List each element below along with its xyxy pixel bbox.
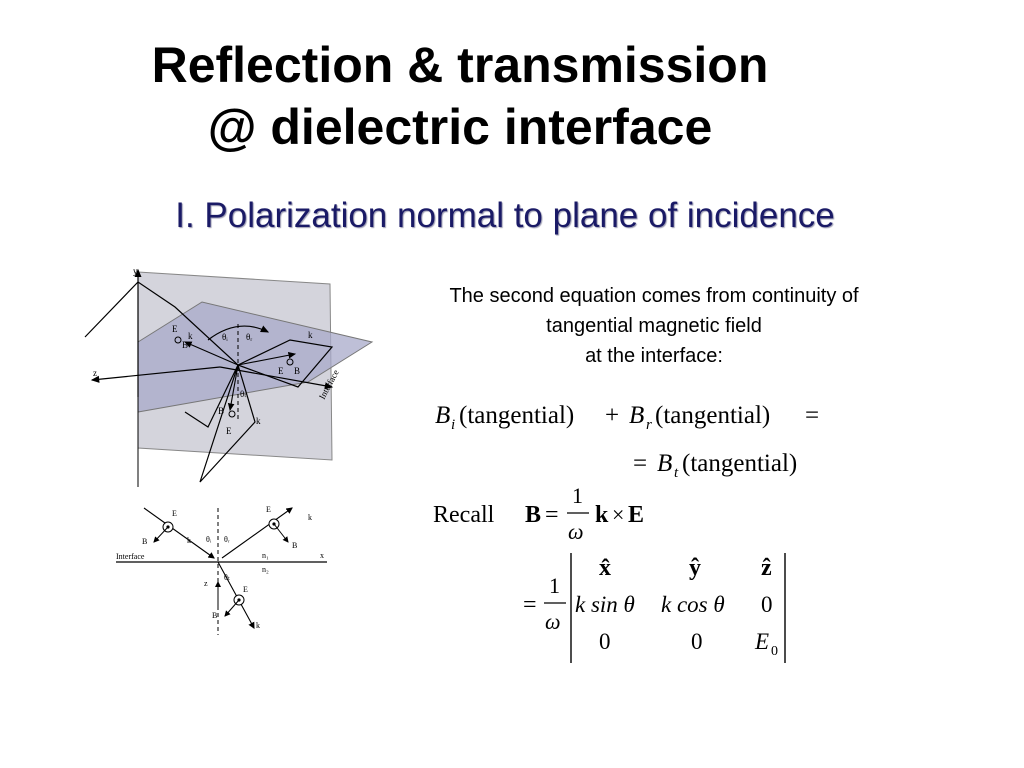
equations-block: B i (tangential) + B r (tangential) = = … [433, 402, 819, 663]
label-ki: k [188, 331, 193, 341]
equation-caption: The second equation comes from continuit… [380, 281, 928, 371]
label-ki-2d: k [187, 536, 191, 545]
det-zero-1: 0 [761, 592, 773, 617]
label-br: B [294, 366, 300, 376]
caption-line-3: at the interface: [585, 345, 723, 367]
label-bt: B [218, 406, 224, 416]
det-k-sin: k sin θ [575, 592, 635, 617]
label-kt-2d: k [256, 621, 260, 630]
incident-ray [143, 507, 215, 559]
det-xhat: x̂ [599, 555, 611, 581]
label-er: E [278, 366, 284, 376]
recall-omega: ω [568, 519, 584, 544]
title-line-1: Reflection & transmission [151, 37, 769, 93]
label-er-2d: E [266, 505, 271, 514]
transmitted-ray [217, 561, 255, 629]
caption-line-1: The second equation comes from continuit… [449, 285, 859, 307]
label-theta-t: θₜ [240, 389, 247, 399]
eq1-sub-r: r [646, 417, 652, 433]
eq1-equals: = [805, 402, 819, 429]
reflected-wave-arrow [237, 352, 297, 366]
label-theta-r: θᵣ [246, 332, 252, 342]
title-line-2: @ dielectric interface [207, 99, 713, 155]
label-bt-2d: B [212, 611, 217, 620]
det-zero-3: 0 [691, 629, 703, 654]
eq1-plus: + [605, 402, 619, 429]
label-n2: n₂ [262, 565, 269, 574]
eq1-b-i: B [435, 402, 450, 429]
eq2-sub-t: t [674, 465, 679, 481]
label-ei: E [172, 324, 178, 334]
eq1-b-r: B [629, 402, 644, 429]
label-axis-x-2d: x [320, 551, 324, 560]
label-kr: k [308, 330, 313, 340]
label-theta-i-2d: θᵢ [206, 535, 212, 544]
label-n1: n₁ [262, 551, 269, 560]
label-bi: B [182, 340, 188, 350]
slide-title: Reflection & transmission @ dielectric i… [60, 34, 860, 158]
label-et: E [226, 426, 232, 436]
det-zero-2: 0 [599, 629, 611, 654]
incident-wave-arrow [183, 341, 239, 366]
det-e0-sub: 0 [771, 644, 778, 659]
transmitted-wave-arrow [227, 364, 239, 412]
caption-line-2: tangential magnetic field [546, 315, 762, 337]
label-axis-z-2d: z [204, 579, 208, 588]
eq1-tangential-r: (tangential) [655, 402, 770, 429]
det-omega: ω [545, 609, 561, 634]
label-axis-y: y [133, 266, 138, 276]
reflected-ray [221, 507, 293, 559]
det-one: 1 [549, 573, 560, 598]
label-et-2d: E [243, 585, 248, 594]
label-axis-z: z [93, 368, 97, 378]
label-bi-2d: B [142, 537, 147, 546]
label-br-2d: B [292, 541, 297, 550]
label-theta-t-2d: θₜ [224, 573, 230, 582]
recall-k: k [595, 502, 609, 528]
eq2-equals: = [633, 450, 647, 477]
det-zhat: ẑ [761, 555, 772, 581]
det-k-cos: k cos θ [661, 592, 725, 617]
eq2-b-t: B [657, 450, 672, 477]
label-kt: k [256, 416, 261, 426]
figure-3d-diagram: y z Interface k k k B B B E E E θᵢ θᵣ θₜ [84, 266, 374, 487]
recall-b: B [525, 502, 541, 528]
recall-e: E [628, 502, 644, 528]
det-yhat: ŷ [689, 555, 701, 581]
det-e0: E [754, 629, 769, 654]
label-ei-2d: E [172, 509, 177, 518]
label-interface-2d: Interface [116, 552, 145, 561]
eq1-sub-i: i [451, 417, 455, 433]
recall-one: 1 [572, 483, 583, 508]
eq2-tangential-t: (tangential) [682, 450, 797, 477]
det-equals: = [523, 592, 537, 618]
label-theta-r-2d: θᵣ [224, 535, 230, 544]
label-kr-2d: k [308, 513, 312, 522]
slide-subtitle: I. Polarization normal to plane of incid… [175, 196, 835, 235]
recall-label: Recall [433, 502, 495, 528]
z-axis-arrow [90, 366, 221, 383]
figure-2d-diagram: Interface x z E E E B B B k k k n₁ n₂ θᵢ… [116, 505, 327, 635]
x-axis-arrow [219, 366, 334, 390]
eq1-tangential-i: (tangential) [459, 402, 574, 429]
recall-times: × [612, 502, 624, 527]
label-theta-i: θᵢ [222, 332, 228, 342]
recall-equals: = [545, 502, 559, 528]
